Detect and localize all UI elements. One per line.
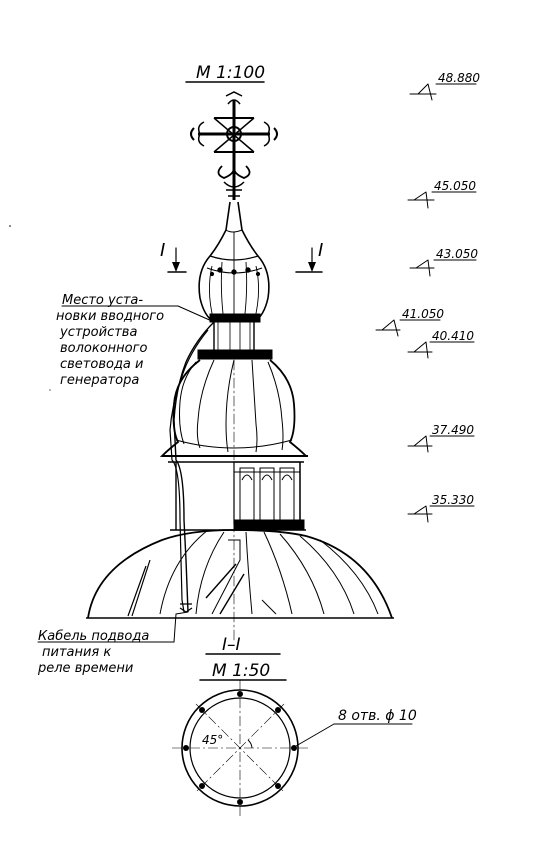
svg-text:световода и: световода и: [60, 357, 143, 372]
elevation-label: 43.050: [436, 247, 478, 261]
svg-text:устройства: устройства: [59, 325, 137, 340]
svg-text:волоконного: волоконного: [60, 341, 147, 356]
svg-text:новки вводного: новки вводного: [56, 309, 164, 324]
angle-label: 45°: [202, 733, 223, 747]
section-marker-right: I: [295, 240, 323, 273]
section-title: I–I М 1:50: [199, 635, 287, 681]
main-scale-label: М 1:100: [196, 63, 265, 83]
elevation-label: 48.880: [438, 71, 480, 85]
elevation-mark-5: 40.410: [407, 329, 475, 359]
section-scale-label: М 1:50: [212, 661, 270, 681]
elevation-label: 35.330: [432, 493, 474, 507]
section-mark-label: I–I: [222, 635, 241, 655]
svg-text:Место уста-: Место уста-: [62, 293, 143, 308]
elevation-mark-3: 43.050: [409, 247, 478, 277]
onion-dome-upper: [197, 201, 273, 360]
elevation-label: 41.050: [402, 307, 444, 321]
speck: [9, 225, 11, 227]
section-marker-left: I: [160, 240, 187, 273]
svg-text:питания к: питания к: [42, 645, 111, 660]
cable-riser: [169, 321, 215, 613]
speck: [49, 389, 51, 391]
svg-text:Кабель подвода: Кабель подвода: [38, 629, 149, 644]
annotation-cable: Кабель подвода питания к реле времени: [37, 611, 189, 676]
svg-text:I: I: [318, 240, 323, 261]
svg-text:8 отв. ϕ 10: 8 отв. ϕ 10: [338, 708, 417, 724]
svg-text:генератора: генератора: [60, 373, 139, 388]
svg-text:реле времени: реле времени: [37, 661, 133, 676]
elevation-label: 37.490: [432, 423, 474, 437]
annotation-installation: Место уста- новки вводного устройства во…: [56, 293, 215, 388]
cross-finial: [190, 91, 278, 200]
elevation-label: 40.410: [432, 329, 474, 343]
annotation-holes: 8 отв. ϕ 10: [295, 708, 417, 747]
elevation-mark-4: 41.050: [375, 307, 444, 337]
hole-marks: [183, 691, 297, 805]
section-plan: [172, 680, 308, 816]
elevation-label: 45.050: [434, 179, 476, 193]
svg-text:I: I: [160, 240, 165, 261]
elevation-mark-7: 35.330: [407, 493, 475, 523]
main-dome: [86, 529, 394, 619]
elevation-mark-6: 37.490: [407, 423, 475, 453]
elevation-mark-1: 48.880: [409, 71, 480, 101]
elevation-mark-2: 45.050: [407, 179, 477, 209]
